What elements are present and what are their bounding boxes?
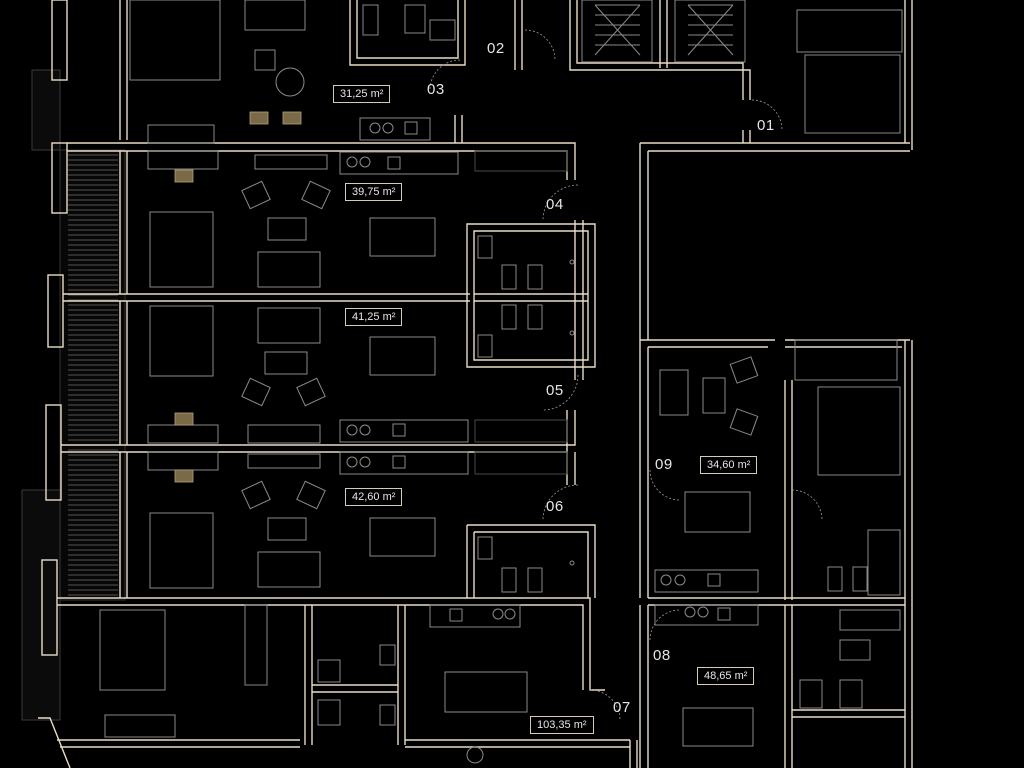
balcony-hatching <box>21 69 126 721</box>
unit-label-08: 08 <box>653 647 671 664</box>
unit-label-01: 01 <box>757 117 775 134</box>
area-box-07: 103,35 m² <box>530 716 594 734</box>
area-box-04: 39,75 m² <box>345 183 403 201</box>
unit-label-04: 04 <box>546 196 564 213</box>
unit-label-02: 02 <box>487 40 505 57</box>
area-box-08: 48,65 m² <box>697 667 755 685</box>
area-box-09: 34,60 m² <box>700 456 758 474</box>
lamps <box>174 111 302 483</box>
area-box-03: 31,25 m² <box>333 85 391 103</box>
unit-label-06: 06 <box>546 498 564 515</box>
furniture <box>99 0 903 764</box>
unit-label-05: 05 <box>546 382 564 399</box>
unit-label-09: 09 <box>655 456 673 473</box>
unit-label-03: 03 <box>427 81 445 98</box>
area-box-05: 41,25 m² <box>345 308 403 326</box>
area-box-06: 42,60 m² <box>345 488 403 506</box>
door-swings <box>429 29 823 721</box>
unit-walls <box>57 0 913 768</box>
unit-label-07: 07 <box>613 699 631 716</box>
